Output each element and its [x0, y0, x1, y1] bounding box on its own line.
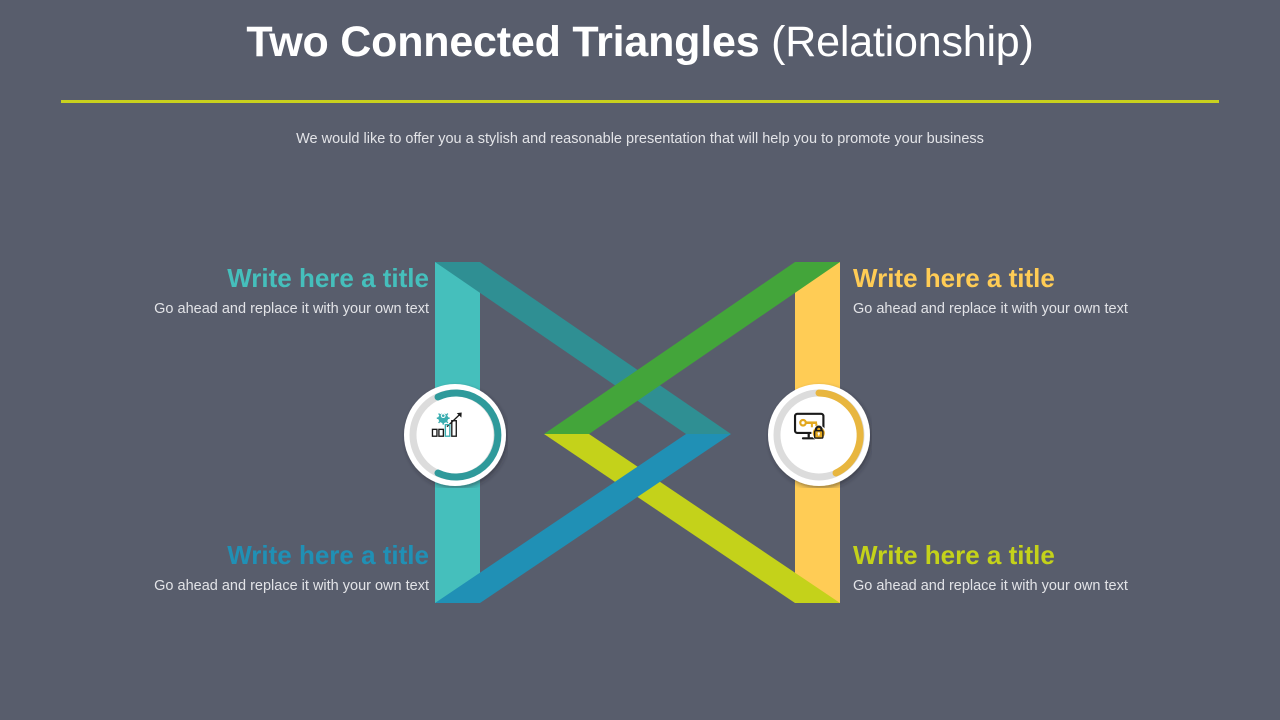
medallion-ring-accent [434, 389, 502, 481]
page-title-strong: Two Connected Triangles [246, 18, 772, 66]
left-medallion[interactable] [402, 382, 508, 488]
callout-bottom-right-title: Write here a title [853, 540, 1055, 570]
callout-bottom-left: Write here a title Go ahead and replace … [99, 541, 429, 594]
callout-top-left: Write here a title Go ahead and replace … [99, 264, 429, 317]
blue-diagonal-ribbon [435, 434, 731, 603]
right-medallion[interactable] [766, 382, 872, 488]
callout-bottom-left-title: Write here a title [227, 540, 429, 570]
callout-top-left-body: Go ahead and replace it with your own te… [154, 300, 429, 317]
monitor-key-lock-icon [793, 412, 827, 441]
callout-bottom-right: Write here a title Go ahead and replace … [853, 541, 1183, 594]
slide-subtitle: We would like to offer you a stylish and… [296, 131, 984, 147]
medallion-face [418, 398, 492, 472]
title-block: Two Connected Triangles (Relationship) [0, 18, 1280, 67]
green-diagonal-ribbon [544, 262, 840, 434]
callout-top-right: Write here a title Go ahead and replace … [853, 264, 1183, 317]
page-title: Two Connected Triangles (Relationship) [0, 18, 1280, 67]
growth-chart-gear-icon [431, 412, 462, 437]
page-title-light: (Relationship) [771, 18, 1034, 66]
teal-diagonal-ribbon [435, 262, 731, 434]
callout-bottom-left-body: Go ahead and replace it with your own te… [154, 577, 429, 594]
callout-top-right-body: Go ahead and replace it with your own te… [853, 300, 1128, 317]
title-divider-rule [61, 100, 1219, 103]
callout-top-left-title: Write here a title [227, 263, 429, 293]
lime-diagonal-ribbon [544, 434, 840, 603]
callout-top-right-title: Write here a title [853, 263, 1055, 293]
callout-bottom-right-body: Go ahead and replace it with your own te… [853, 577, 1128, 594]
medallion-ring-accent [815, 389, 864, 477]
